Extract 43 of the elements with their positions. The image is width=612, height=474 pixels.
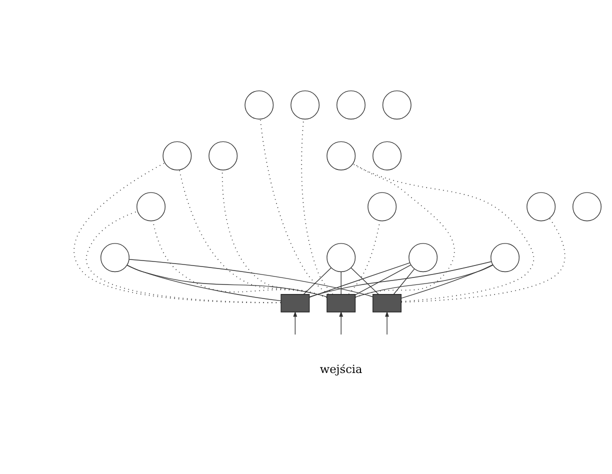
- connector: [301, 118, 334, 295]
- connector: [309, 261, 492, 298]
- connector: [355, 264, 412, 296]
- node-circle: [326, 243, 356, 272]
- node-box: [372, 294, 402, 312]
- node-circle: [526, 192, 556, 222]
- node-circle: [290, 90, 320, 120]
- node-circle: [490, 243, 520, 272]
- node-circle: [208, 141, 238, 170]
- connector: [352, 164, 534, 302]
- connector: [128, 259, 374, 298]
- node-circle: [382, 90, 412, 120]
- arrow: [293, 311, 298, 335]
- connector: [74, 162, 282, 304]
- node-circle: [372, 141, 402, 170]
- connector: [352, 163, 455, 298]
- node-circle: [136, 192, 166, 222]
- connector: [350, 267, 379, 294]
- node-circle: [408, 243, 438, 272]
- connector: [340, 271, 342, 294]
- node-box: [326, 294, 356, 312]
- connector: [260, 118, 329, 295]
- node-circle: [572, 192, 602, 222]
- node-box: [280, 294, 310, 312]
- node-circle: [100, 243, 130, 272]
- connector: [86, 210, 282, 304]
- node-circle: [368, 192, 397, 222]
- node-circle: [244, 90, 274, 120]
- node-circle: [336, 90, 366, 120]
- connector: [393, 268, 415, 294]
- arrow: [339, 311, 344, 335]
- connector: [400, 264, 493, 299]
- node-circle: [162, 141, 192, 170]
- connector: [400, 218, 566, 303]
- connector: [309, 262, 410, 298]
- connector: [303, 267, 332, 294]
- connector: [126, 264, 328, 298]
- connector: [348, 220, 380, 295]
- connector: [354, 264, 494, 298]
- connector: [126, 264, 282, 302]
- node-circle: [326, 141, 356, 170]
- label: wejścia: [320, 363, 362, 376]
- arrow: [385, 311, 390, 335]
